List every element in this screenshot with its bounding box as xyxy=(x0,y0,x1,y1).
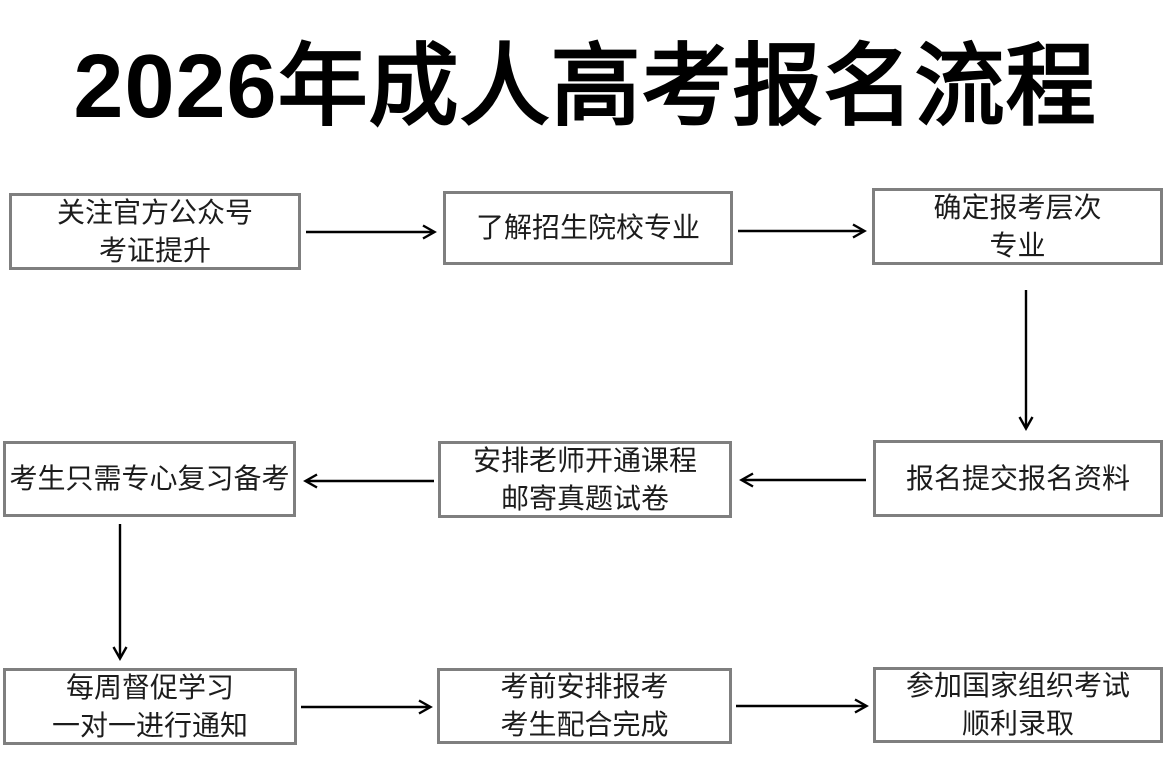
node-text-line: 顺利录取 xyxy=(961,708,1074,739)
node-text-line: 确定报考层次 xyxy=(933,191,1102,223)
node-submit-registration: 报名提交报名资料 xyxy=(873,440,1163,517)
node-text-line: 考证提升 xyxy=(98,234,211,266)
node-follow-official-account: 关注官方公众号 考证提升 xyxy=(9,193,301,270)
node-text-line: 考生只需专心复习备考 xyxy=(9,463,290,494)
node-text-line: 了解招生院校专业 xyxy=(475,212,700,243)
page-title: 2026年成人高考报名流程 xyxy=(73,37,1097,137)
node-text-line: 考生配合完成 xyxy=(500,709,669,740)
node-text-line: 专业 xyxy=(989,229,1046,261)
node-focus-on-review: 考生只需专心复习备考 xyxy=(3,441,296,517)
node-text-line: 参加国家组织考试 xyxy=(905,670,1130,701)
node-text-line: 考前安排报考 xyxy=(500,671,669,702)
node-pre-exam-arrangement: 考前安排报考 考生配合完成 xyxy=(437,668,732,744)
node-text-line: 报名提交报名资料 xyxy=(905,462,1130,494)
node-text-line: 每周督促学习 xyxy=(65,671,234,703)
node-text-line: 一对一进行通知 xyxy=(51,709,248,741)
node-national-exam-admission: 参加国家组织考试 顺利录取 xyxy=(873,667,1163,743)
node-choose-level-major: 确定报考层次 专业 xyxy=(872,188,1163,265)
node-open-courses-mail-papers: 安排老师开通课程 邮寄真题试卷 xyxy=(438,441,732,518)
node-learn-college-majors: 了解招生院校专业 xyxy=(443,191,733,265)
node-text-line: 关注官方公众号 xyxy=(56,196,253,228)
node-text-line: 邮寄真题试卷 xyxy=(500,482,669,514)
node-weekly-supervision: 每周督促学习 一对一进行通知 xyxy=(3,668,297,745)
node-text-line: 安排老师开通课程 xyxy=(472,444,697,476)
